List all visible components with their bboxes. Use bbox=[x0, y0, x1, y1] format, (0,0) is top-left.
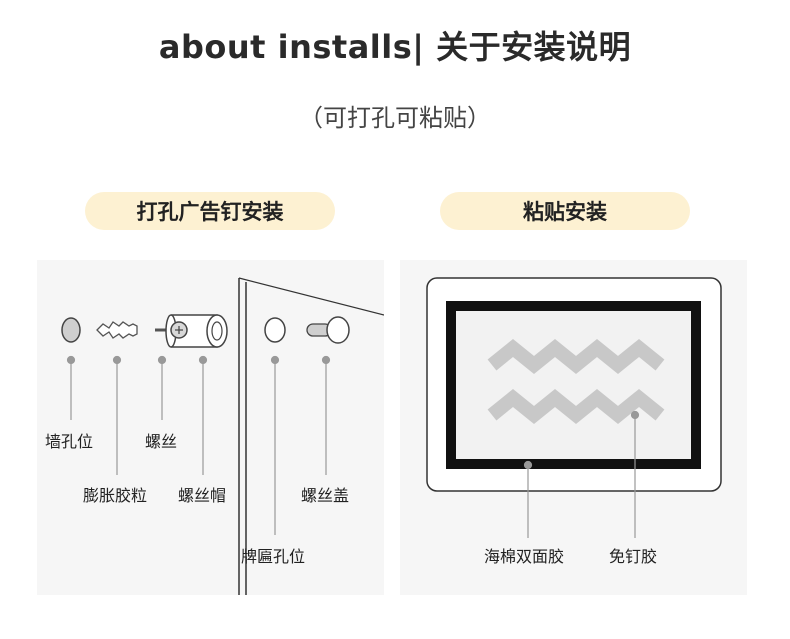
label-plaque-hole: 牌匾孔位 bbox=[241, 547, 306, 566]
label-screw-cover: 螺丝盖 bbox=[301, 486, 350, 505]
plaque-hole-icon bbox=[264, 317, 286, 343]
page-subtitle: （可打孔可粘贴） bbox=[299, 104, 491, 132]
label-nail-free-glue: 免钉胶 bbox=[609, 547, 658, 566]
label-wall-hole: 墙孔位 bbox=[45, 432, 94, 451]
adhesive-method-badge: 粘贴安装 bbox=[440, 192, 690, 230]
glue-zigzag-top bbox=[487, 338, 665, 375]
drill-diagram bbox=[61, 277, 384, 595]
page-title: about installs| 关于安装说明 bbox=[158, 28, 632, 66]
label-expansion-plug: 膨胀胶粒 bbox=[83, 486, 148, 505]
plaque-top-edge bbox=[238, 277, 384, 316]
drill-install-panel: 墙孔位 螺丝 膨胀胶粒 螺丝帽 螺丝盖 牌匾孔位 bbox=[37, 260, 384, 595]
adhesive-install-panel: 海棉双面胶 免钉胶 bbox=[400, 260, 747, 595]
wall-hole-icon bbox=[61, 317, 81, 343]
expansion-plug-icon bbox=[96, 321, 138, 339]
foam-tape-frame bbox=[446, 301, 701, 469]
drill-method-badge: 打孔广告钉安装 bbox=[85, 192, 335, 230]
adhesive-diagram bbox=[426, 277, 722, 538]
label-screw-cap: 螺丝帽 bbox=[178, 486, 227, 505]
label-screw: 螺丝 bbox=[145, 432, 178, 451]
glue-zigzag-bottom bbox=[487, 388, 665, 425]
label-foam-tape: 海棉双面胶 bbox=[484, 547, 565, 566]
